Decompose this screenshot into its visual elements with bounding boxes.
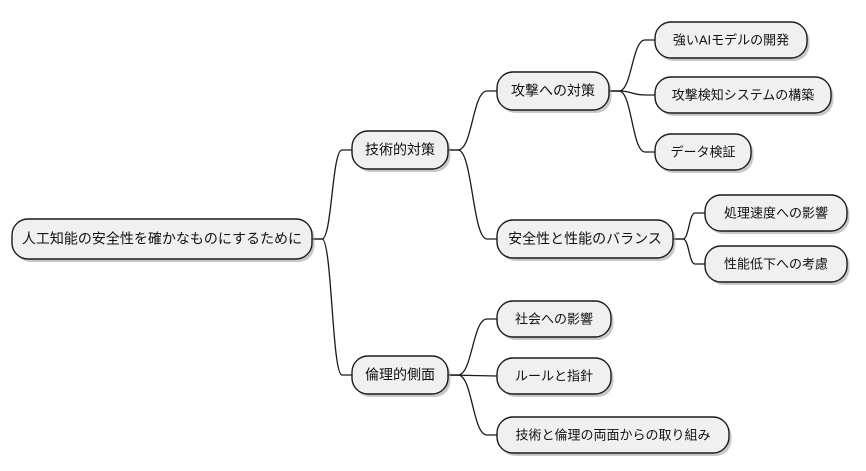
node-data-verify[interactable]: データ検証 [654, 133, 754, 173]
edge-tech-to-balance [447, 149, 498, 240]
node-box [704, 194, 848, 232]
node-label: 安全性と性能のバランス [508, 231, 662, 247]
node-label: 技術と倫理の両面からの取り組み [515, 427, 710, 442]
node-label: 人工知能の安全性を確かなものにするために [22, 231, 302, 247]
node-box [654, 133, 752, 171]
node-rules[interactable]: ルールと指針 [496, 357, 614, 397]
edge-attack-to-data-verify [608, 90, 656, 153]
node-box [496, 71, 610, 111]
node-box [496, 300, 612, 338]
node-box [496, 416, 730, 454]
node-label: データ検証 [670, 144, 735, 159]
node-box [654, 76, 832, 114]
node-root[interactable]: 人工知能の安全性を確かなものにするために [11, 218, 315, 262]
node-box [654, 21, 808, 59]
node-label: 社会への影響 [515, 311, 593, 326]
edges-layer [311, 39, 706, 436]
node-box [11, 218, 313, 260]
edge-tech-to-attack [447, 90, 498, 151]
node-box [351, 355, 449, 395]
node-tech[interactable]: 技術的対策 [351, 130, 451, 172]
node-label: 倫理的側面 [365, 367, 435, 383]
node-box [351, 130, 449, 170]
node-box [704, 245, 848, 283]
node-both-sides[interactable]: 技術と倫理の両面からの取り組み [496, 416, 732, 456]
edge-ethics-to-both-sides [447, 374, 498, 436]
edge-root-to-tech [311, 149, 353, 240]
node-social[interactable]: 社会への影響 [496, 300, 614, 340]
node-label: ルールと指針 [515, 368, 593, 383]
node-speed-impact[interactable]: 処理速度への影響 [704, 194, 850, 234]
node-ethics[interactable]: 倫理的側面 [351, 355, 451, 397]
node-label: 強いAIモデルの開発 [673, 32, 789, 47]
node-attack[interactable]: 攻撃への対策 [496, 71, 612, 113]
node-label: 性能低下への考慮 [724, 256, 828, 271]
node-box [496, 357, 612, 395]
edge-balance-to-perf-drop [672, 238, 706, 265]
node-detect-sys[interactable]: 攻撃検知システムの構築 [654, 76, 834, 116]
edge-attack-to-strong-ai [608, 39, 656, 92]
node-label: 攻撃への対策 [511, 83, 595, 99]
edge-root-to-ethics [311, 238, 353, 376]
node-box [496, 219, 674, 259]
node-strong-ai[interactable]: 強いAIモデルの開発 [654, 21, 810, 61]
node-label: 処理速度への影響 [724, 205, 828, 220]
node-balance[interactable]: 安全性と性能のバランス [496, 219, 676, 261]
node-perf-drop[interactable]: 性能低下への考慮 [704, 245, 850, 285]
node-label: 攻撃検知システムの構築 [672, 87, 815, 102]
edge-ethics-to-social [447, 318, 498, 376]
node-label: 技術的対策 [365, 142, 435, 158]
edge-balance-to-speed-impact [672, 212, 706, 240]
